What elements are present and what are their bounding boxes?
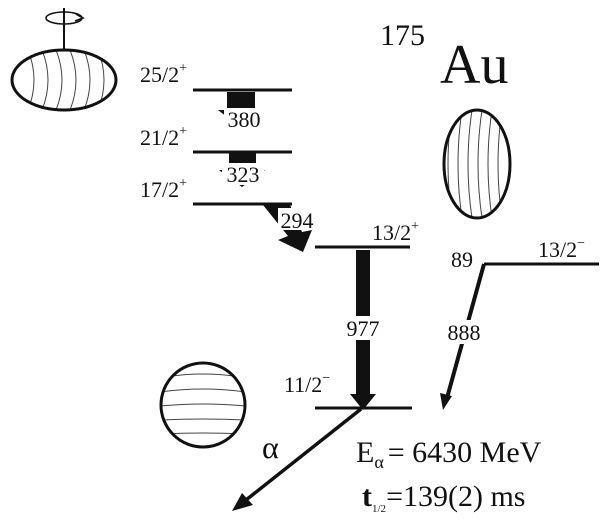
level-label-13-2-minus: 13/2− — [538, 236, 585, 262]
mass-number: 175 — [380, 19, 425, 52]
transition-energy-323: 323 — [227, 162, 260, 187]
alpha-decay-arrow — [244, 407, 363, 502]
transition-energy-89: 89 — [451, 247, 473, 272]
level-label-21-2-plus: 21/2+ — [140, 124, 187, 150]
element-symbol: Au — [440, 34, 508, 96]
transition-energy-380: 380 — [228, 107, 261, 132]
transition-energy-888: 888 — [448, 320, 481, 345]
alpha-symbol: α — [262, 429, 279, 465]
alpha-decay-arrowhead — [232, 493, 253, 511]
level-label-13-2-plus: 13/2+ — [372, 219, 419, 245]
level-label-17-2-plus: 17/2+ — [140, 176, 187, 202]
prolate-rotating-shape-icon — [10, 8, 118, 112]
transition-energy-977: 977 — [347, 316, 380, 341]
half-life: t1/2=139(2) ms — [362, 480, 525, 515]
level-label-25-2-plus: 25/2+ — [140, 61, 187, 87]
transition-energy-294: 294 — [281, 208, 314, 233]
transition-arrowhead-888 — [440, 393, 452, 410]
alpha-energy: Eα= 6430 MeV — [356, 436, 542, 472]
spherical-shape-icon — [159, 361, 247, 449]
level-label-11-2-minus: 11/2− — [284, 371, 330, 397]
prolate-shape-icon — [442, 108, 512, 220]
